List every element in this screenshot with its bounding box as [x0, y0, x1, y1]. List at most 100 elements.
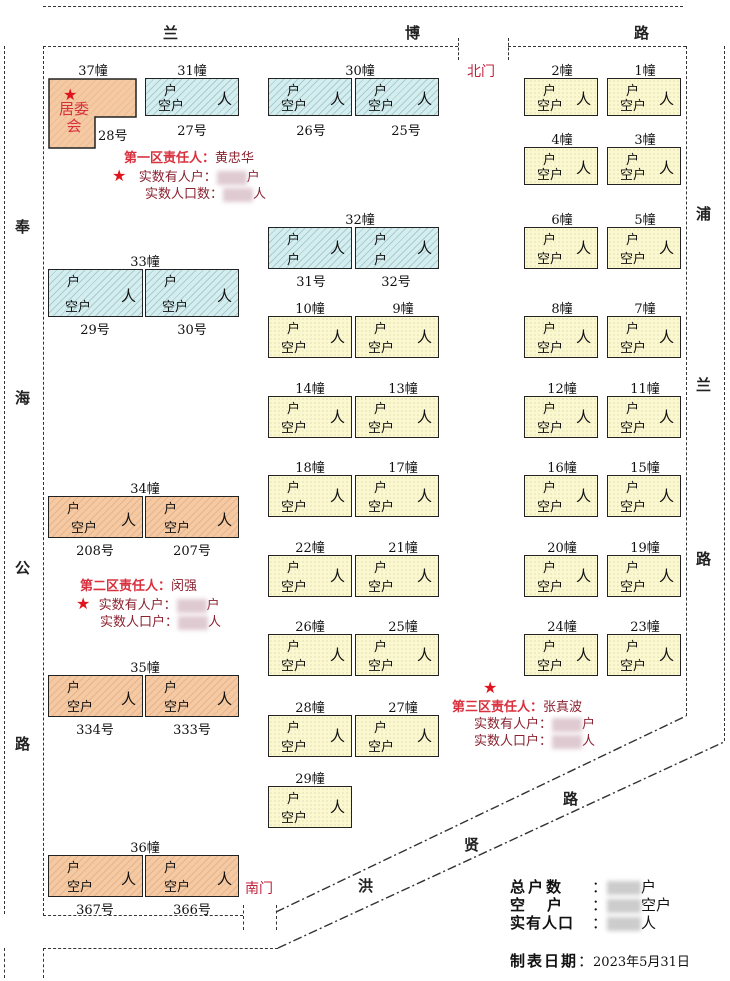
households-label: 户 [164, 861, 178, 876]
unit-208[interactable]: 户 空户 人 [48, 496, 143, 538]
building-22[interactable]: 户空户人 [268, 555, 352, 597]
people-label: 人 [575, 90, 591, 108]
unit-number-30: 30号 [177, 323, 207, 338]
building-21[interactable]: 户空户人 [355, 555, 439, 597]
people-label: 人 [216, 870, 232, 888]
redacted-value [607, 898, 642, 913]
households-label: 户 [543, 233, 557, 248]
vacant-label: 空户 [620, 659, 647, 674]
people-label: 人 [658, 239, 674, 257]
road-label-west-4: 路 [15, 735, 31, 753]
households-label: 户 [374, 253, 388, 268]
people-label: 人 [658, 567, 674, 585]
redacted-value [607, 916, 642, 931]
building-5[interactable]: 户空户人 [607, 227, 681, 269]
unit-333[interactable]: 户 空户 人 [145, 675, 239, 717]
building-13[interactable]: 户空户人 [355, 396, 439, 438]
vacant-label: 空户 [281, 740, 308, 755]
people-label: 人 [416, 487, 432, 505]
building-29[interactable]: 户空户人 [268, 786, 352, 828]
road-edge [43, 46, 458, 47]
households-label: 户 [626, 402, 640, 417]
building-8[interactable]: 户空户人 [524, 316, 598, 358]
households-label: 户 [287, 253, 301, 268]
building-28[interactable]: 户空户人 [268, 715, 352, 757]
building-6[interactable]: 户空户人 [524, 227, 598, 269]
building-9[interactable]: 户空户人 [355, 316, 439, 358]
building-4[interactable]: 户空户人 [524, 147, 598, 185]
building-15[interactable]: 户空户人 [607, 475, 681, 517]
building-11[interactable]: 户空户人 [607, 396, 681, 438]
people-label: 人 [216, 511, 232, 529]
road-label-east-1: 浦 [696, 205, 712, 223]
people-label: 人 [329, 408, 345, 426]
building-1[interactable]: 户空户人 [607, 78, 681, 116]
building-19[interactable]: 户空户人 [607, 555, 681, 597]
people-label: 人 [658, 328, 674, 346]
building-3[interactable]: 户空户人 [607, 147, 681, 185]
households-label: 户 [374, 233, 388, 248]
total-households-unit: 户 [641, 878, 657, 896]
building-17[interactable]: 户空户人 [355, 475, 439, 517]
vacant-label: 空户 [164, 521, 191, 536]
building-23[interactable]: 户空户人 [607, 634, 681, 676]
colon: ： [592, 914, 608, 932]
road-edge [43, 948, 278, 949]
vacant-label: 空户 [281, 659, 308, 674]
households-label: 户 [287, 322, 301, 337]
summary-block: 总户数：户 空户：空户 实有人口：人 [510, 878, 671, 932]
building-18[interactable]: 户空户人 [268, 475, 352, 517]
road-label-north-2: 博 [405, 24, 421, 42]
vacant-households-unit: 空户 [641, 896, 672, 914]
building-25[interactable]: 户空户人 [355, 634, 439, 676]
unit-25[interactable]: 户 空户 人 [355, 78, 439, 116]
unit-32[interactable]: 户 户 人 [355, 227, 439, 269]
unit-26[interactable]: 户 空户 人 [268, 78, 352, 116]
building-14[interactable]: 户空户人 [268, 396, 352, 438]
unit-27[interactable]: 户 空户 人 [145, 78, 239, 116]
date-value: 2023年5月31日 [593, 955, 690, 970]
building-12[interactable]: 户空户人 [524, 396, 598, 438]
building-label-33: 33幢 [130, 255, 160, 270]
unit-30[interactable]: 户 空户 人 [145, 269, 239, 317]
road-label-se-1: 洪 [358, 877, 374, 895]
zone-3-row2-unit: 人 [582, 734, 596, 749]
building-24[interactable]: 户空户人 [524, 634, 598, 676]
building-27[interactable]: 户空户人 [355, 715, 439, 757]
people-label: 人 [120, 287, 136, 305]
households-label: 户 [374, 561, 388, 576]
unit-366[interactable]: 户 空户 人 [145, 855, 239, 897]
road-label-west-3: 公 [15, 559, 31, 577]
vacant-label: 空户 [281, 421, 308, 436]
vacant-label: 空户 [537, 252, 564, 267]
building-26[interactable]: 户空户人 [268, 634, 352, 676]
unit-207[interactable]: 户 空户 人 [145, 496, 239, 538]
building-label-8: 8幢 [551, 302, 573, 317]
people-label: 人 [216, 287, 232, 305]
unit-number-367: 367号 [76, 903, 114, 918]
redacted-value [223, 187, 254, 202]
zone-2-row2-unit: 人 [208, 615, 222, 630]
committee-building[interactable] [48, 78, 138, 150]
building-10[interactable]: 户空户人 [268, 316, 352, 358]
zone-1-row2-label: 实数人口数： [145, 187, 224, 202]
vacant-label: 空户 [67, 700, 94, 715]
households-label: 户 [287, 561, 301, 576]
households-label: 户 [164, 84, 178, 99]
vacant-label: 空户 [71, 521, 98, 536]
building-label-18: 18幢 [295, 461, 325, 476]
building-2[interactable]: 户空户人 [524, 78, 598, 116]
households-label: 户 [287, 721, 301, 736]
building-label-6: 6幢 [551, 213, 573, 228]
building-7[interactable]: 户空户人 [607, 316, 681, 358]
building-label-37: 37幢 [78, 64, 108, 79]
building-20[interactable]: 户空户人 [524, 555, 598, 597]
unit-31[interactable]: 户 户 人 [268, 227, 352, 269]
unit-29[interactable]: 户 空户 人 [48, 269, 143, 317]
people-label: 人 [329, 239, 345, 257]
unit-367[interactable]: 户 空户 人 [48, 855, 143, 897]
households-label: 户 [543, 481, 557, 496]
unit-334[interactable]: 户 空户 人 [48, 675, 143, 717]
building-16[interactable]: 户空户人 [524, 475, 598, 517]
